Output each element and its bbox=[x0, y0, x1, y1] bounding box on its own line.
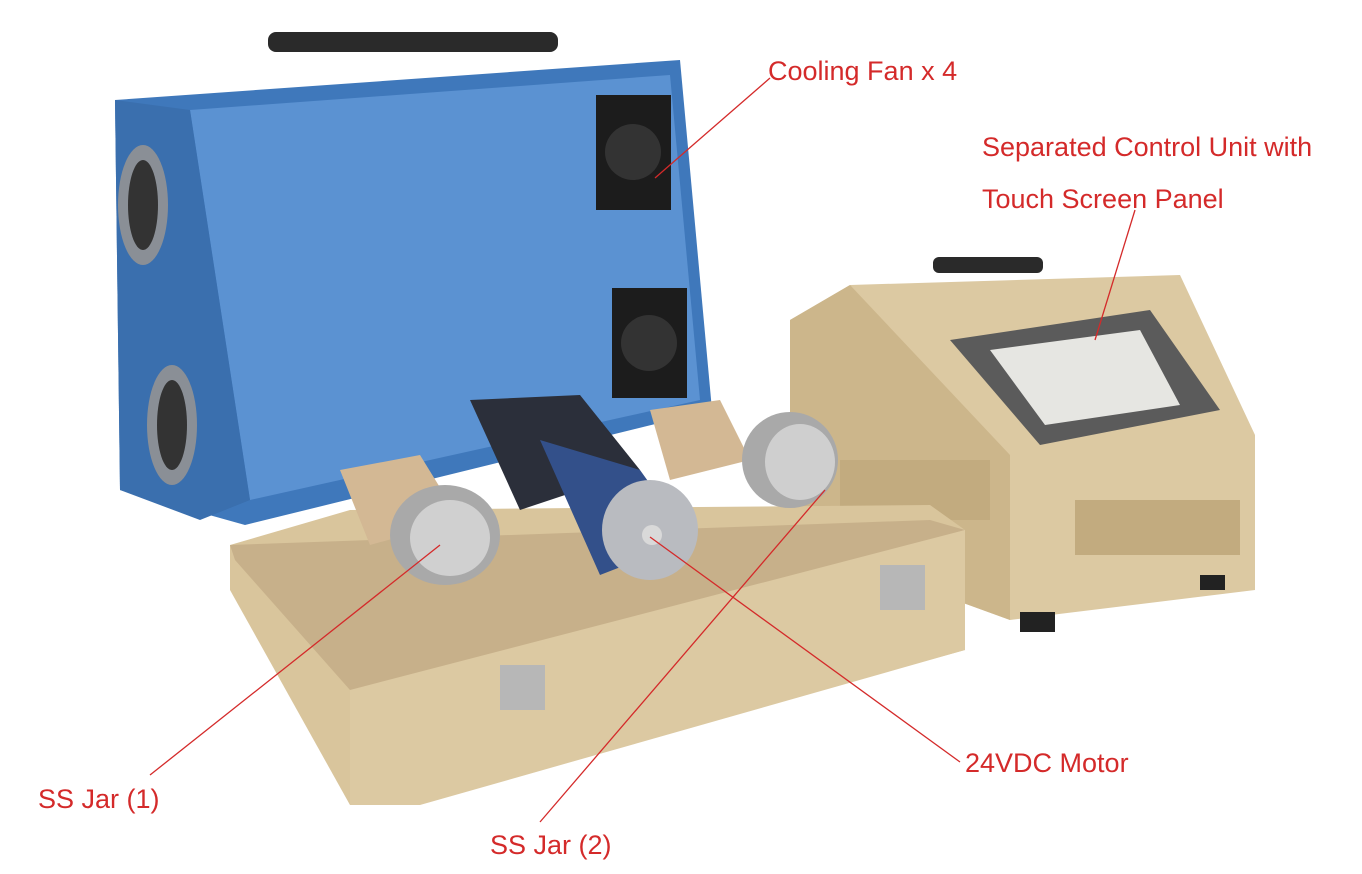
jar-2 bbox=[650, 400, 838, 508]
label-jar-2: SS Jar (2) bbox=[490, 830, 612, 860]
motor bbox=[470, 395, 698, 580]
label-cooling-fan: Cooling Fan x 4 bbox=[768, 56, 958, 86]
mill-base bbox=[230, 505, 965, 805]
label-jar-1: SS Jar (1) bbox=[38, 784, 160, 814]
cooling-fan-icon bbox=[596, 95, 671, 210]
latch bbox=[500, 665, 545, 710]
jar-1 bbox=[340, 455, 500, 585]
latch bbox=[880, 565, 925, 610]
leader-line-control-unit bbox=[1094, 209, 1136, 341]
cooling-fan-icon bbox=[147, 365, 197, 485]
lid-handle bbox=[268, 32, 558, 52]
control-unit-handle bbox=[933, 257, 1043, 273]
leader-line-jar-2 bbox=[539, 489, 826, 823]
label-control-unit-line2: Touch Screen Panel bbox=[982, 184, 1224, 214]
leader-lines bbox=[149, 77, 1136, 823]
label-control-unit-line1: Separated Control Unit with bbox=[982, 132, 1313, 162]
leader-line-motor bbox=[649, 536, 961, 763]
cooling-fan-icon bbox=[612, 288, 687, 398]
leader-line-cooling-fan bbox=[654, 77, 771, 179]
leader-line-jar-1 bbox=[149, 544, 441, 776]
label-motor: 24VDC Motor bbox=[965, 748, 1129, 778]
cooling-fan-icon bbox=[118, 145, 168, 265]
